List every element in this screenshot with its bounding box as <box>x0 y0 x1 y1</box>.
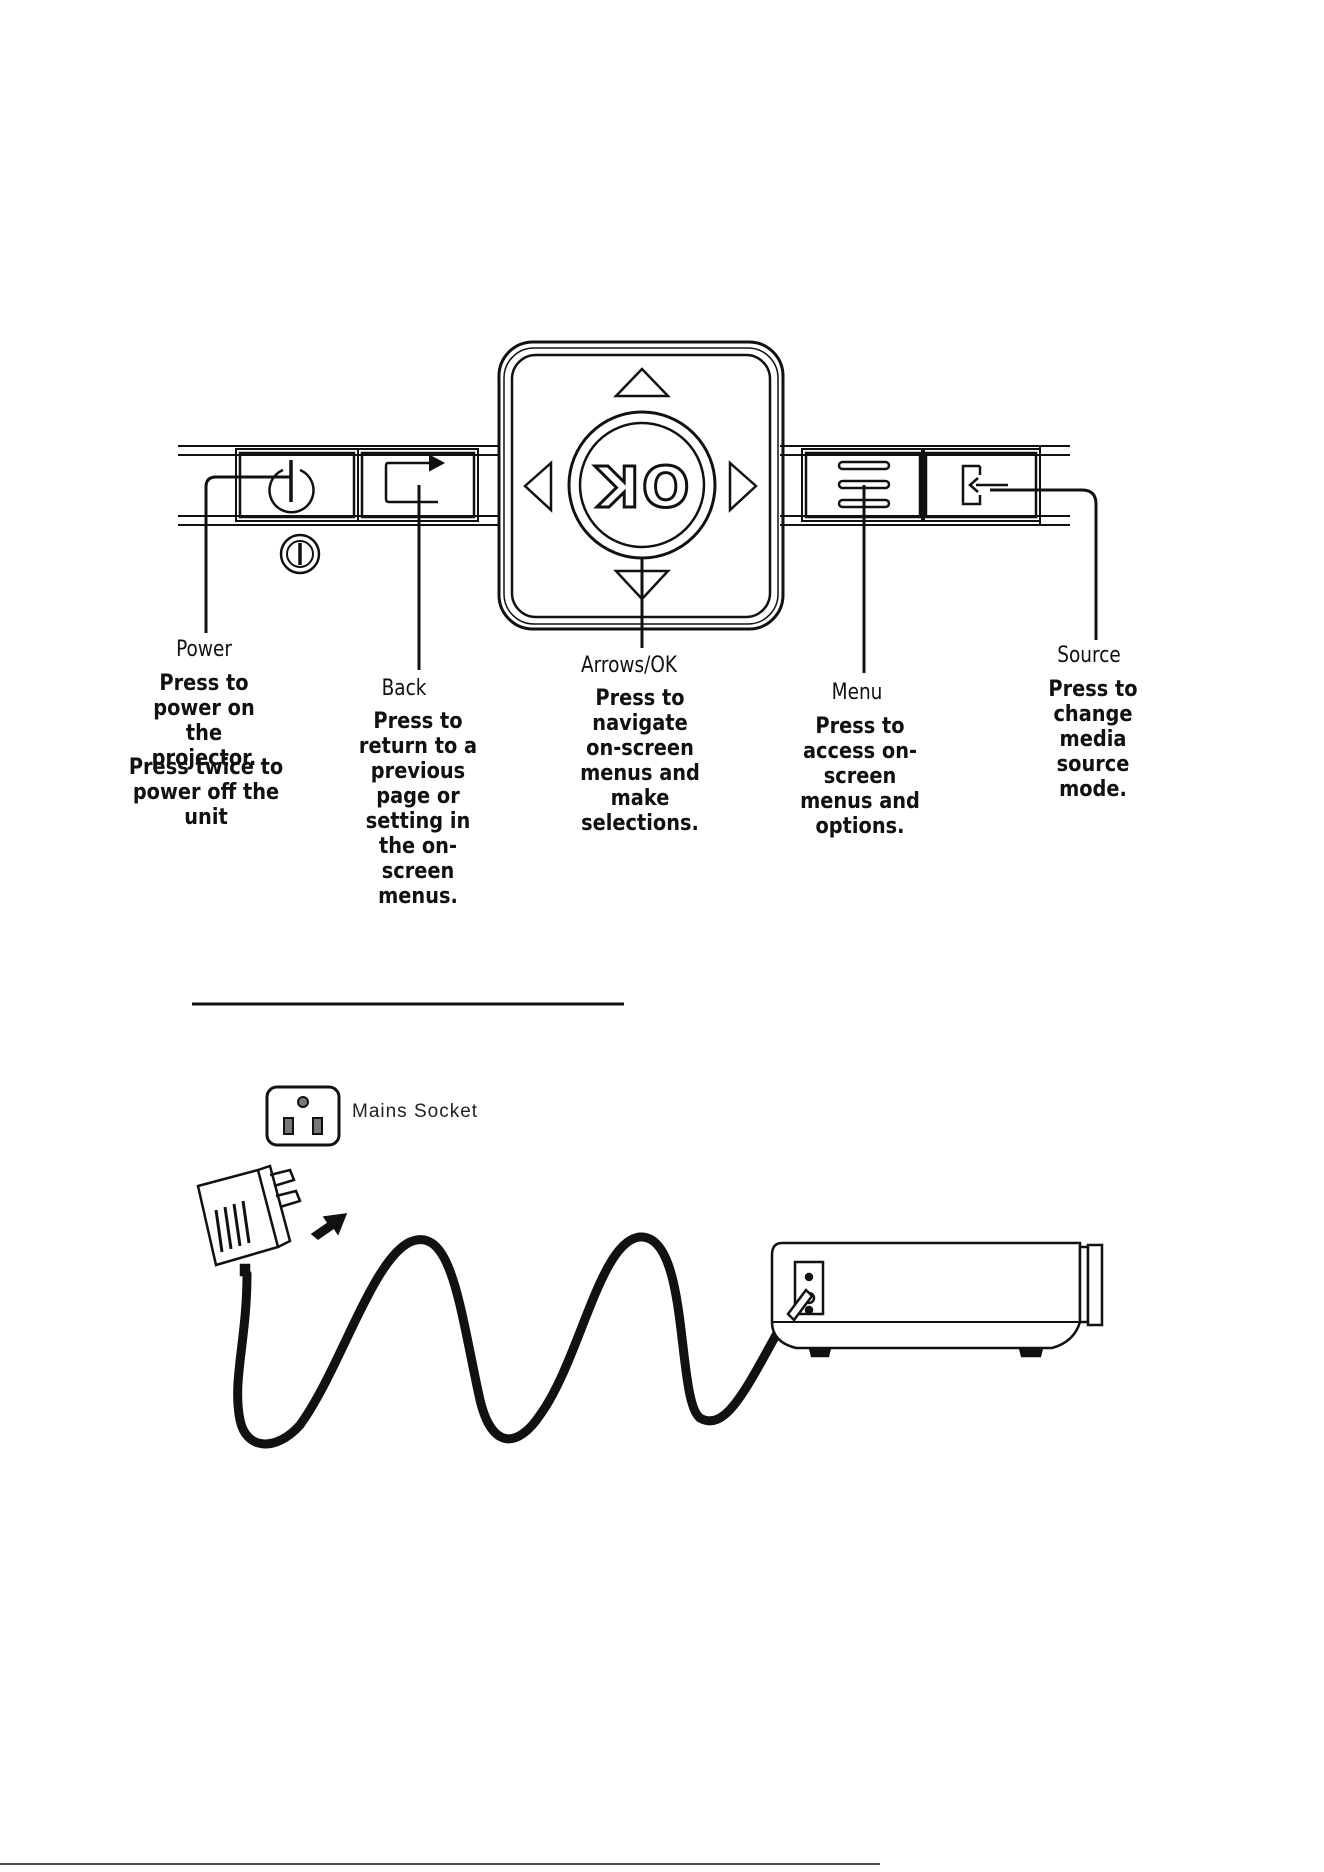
menu-description: Press to access on-screen menus and opti… <box>800 714 920 839</box>
power-indicator-icon <box>279 533 321 575</box>
power-adapter-icon <box>196 1164 302 1277</box>
menu-heading: Menu <box>831 680 883 705</box>
arrow-right-icon[interactable] <box>728 460 758 513</box>
back-icon <box>384 461 438 504</box>
power-description: Press to power on the projector. <box>151 671 257 771</box>
power-cable <box>233 1232 795 1449</box>
power-button[interactable] <box>235 448 359 522</box>
source-button[interactable] <box>921 448 1041 522</box>
source-heading: Source <box>1057 643 1121 668</box>
arrow-up-icon[interactable] <box>613 367 671 398</box>
power-heading: Power <box>176 637 232 662</box>
projector-unit <box>770 1241 1104 1358</box>
arrows-ok-description: Press to navigate on-screen menus and ma… <box>580 686 700 836</box>
source-description: Press to change media source mode. <box>1048 677 1138 802</box>
mains-socket-icon <box>265 1085 341 1147</box>
mains-socket-label: Mains Socket <box>352 1101 479 1122</box>
back-description: Press to return to a previous page or se… <box>358 709 478 909</box>
arrow-left-icon[interactable] <box>523 460 553 513</box>
arrows-ok-heading: Arrows/OK <box>580 653 678 678</box>
back-heading: Back <box>381 676 427 701</box>
plug-direction-arrow-icon <box>310 1213 348 1240</box>
power-off-description: Press twice to power off the unit <box>128 755 284 830</box>
power-icon <box>268 468 315 514</box>
leader-lines <box>204 475 1098 673</box>
ok-label: OK <box>594 452 690 517</box>
source-icon <box>961 464 982 506</box>
